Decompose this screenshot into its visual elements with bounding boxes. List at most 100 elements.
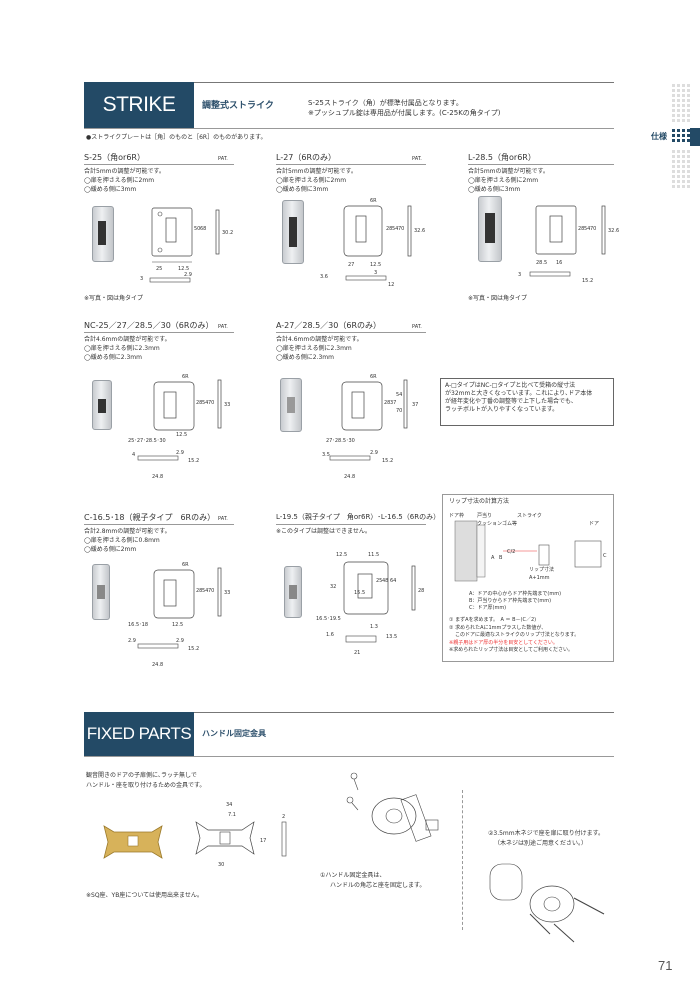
dim-label: 3 — [140, 276, 143, 282]
info-line: が32mmと大きくなっています。これにより､ドア本体 — [445, 390, 593, 397]
install-caption-1b: ハンドルの角芯と座を固定します。 — [330, 882, 426, 889]
strike-subtitle: 調整式ストライク — [202, 101, 274, 111]
item-desc-3: ◯緩める側に2.3mm — [84, 354, 142, 361]
dim-label: 25 — [376, 578, 382, 584]
dim-label: 37 — [390, 400, 396, 406]
strike-drawing-a: 6R 28 37 54 70 37 27･28.5･30 3.5 2.9 15.… — [322, 374, 418, 480]
info-line: A-□タイプはNC-□タイプと比べて受箱の縦寸法 — [445, 382, 576, 389]
info-line: が経年変化や丁番の調整等で上下した場合でも､ — [445, 398, 575, 405]
dim-label: 12.5 — [178, 266, 189, 272]
side-tab-label: 仕様 — [651, 132, 667, 141]
lip-label: クッションゴム等 — [477, 520, 517, 527]
fixed-header-rule — [84, 712, 614, 713]
item-rule — [468, 164, 614, 165]
item-rule — [84, 332, 234, 333]
dim-label: 64 — [390, 578, 396, 584]
lip-red-note: ※親子用はドア厚の半分を目安としてください。 — [449, 640, 558, 646]
dim-label: 3.6 — [320, 274, 328, 280]
item-title: C-16.5･18（親子タイプ 6Rのみ） — [84, 513, 216, 522]
dim-label: 2.9 — [370, 450, 378, 456]
dim-label: 6R — [182, 374, 189, 380]
dim-label: 3 — [518, 272, 521, 278]
install-caption-1a: ①ハンドル固定金具は、 — [320, 872, 386, 879]
strike-photo — [280, 378, 302, 432]
lip-legend: A：ドアの中心からドア枠先端まで(mm) — [469, 591, 562, 597]
dim-label: 28 — [418, 588, 424, 594]
dim-label: 11.5 — [368, 552, 379, 558]
dim-label: 33 — [224, 402, 230, 408]
page-number: 71 — [658, 958, 673, 973]
lip-calc-diagram: ドア枠 戸当り クッションゴム等 ストライク ドア A B C/2 C リップ寸… — [449, 512, 607, 582]
dim-label: 54 — [396, 392, 402, 398]
plate-note: ●ストライクプレートは［角］のものと［6R］のものがあります。 — [86, 134, 267, 141]
item-pat: PAT. — [412, 156, 422, 162]
dim-label: 28.5 — [536, 260, 547, 266]
dim-label: 21 — [354, 650, 360, 656]
dim-label: 2.9 — [176, 638, 184, 644]
dim-label: 27 — [348, 262, 354, 268]
item-desc-1: 合計2.8mmの調整が可能です。 — [84, 528, 171, 535]
dim-label: 48 — [382, 578, 388, 584]
fixed-part-photo — [103, 825, 163, 859]
strike-photo — [284, 566, 302, 618]
dim-label: 30 — [218, 862, 224, 868]
dim-label: 2.9 — [176, 450, 184, 456]
strike-banner-text: STRIKE — [102, 93, 176, 116]
dim-label: 16.5･18 — [128, 622, 148, 628]
dim-label: 7.1 — [228, 812, 236, 818]
dim-label: 2.9 — [184, 272, 192, 278]
strike-drawing-s25: 25 12.5 50 68 30.2 3 2.9 — [140, 207, 233, 283]
dim-label: 70 — [208, 588, 214, 594]
item-rule — [276, 332, 426, 333]
strike-photo — [92, 564, 110, 620]
dim-label: 25 — [156, 266, 162, 272]
fixed-note: ※SQ座、YB座については使用出来ません。 — [86, 892, 203, 899]
item-title: A-27／28.5／30（6Rのみ） — [276, 321, 382, 330]
side-tab-marker — [690, 128, 700, 146]
item-desc-2: ◯扉を押さえる側に2mm — [468, 177, 539, 184]
item-desc-3: ◯緩める側に3mm — [468, 186, 521, 193]
item-desc-3: ◯緩める側に2mm — [84, 546, 137, 553]
dim-label: 3 — [374, 270, 377, 276]
dim-label: 27･28.5･30 — [326, 438, 355, 444]
item-desc-3: ◯緩める側に2.3mm — [276, 354, 334, 361]
strike-drawing-l195: 12.5 11.5 32 15.5 25 48 64 28 16.5･19.5 … — [316, 552, 424, 656]
dim-label: 70 — [398, 226, 404, 232]
item-desc-1: 合計4.6mmの調整が可能です。 — [276, 336, 363, 343]
item-desc-2: ◯扉を押さえる側に2.3mm — [276, 345, 352, 352]
dim-label: 12 — [388, 282, 394, 288]
dim-label: 54 — [392, 226, 398, 232]
item-desc-1: 合計5mmの調整が可能です。 — [84, 168, 165, 175]
dim-label: 28 — [578, 226, 584, 232]
item-desc-1: 合計5mmの調整が可能です。 — [276, 168, 357, 175]
dim-label: 70 — [590, 226, 596, 232]
item-pat: PAT. — [218, 156, 228, 162]
lip-label: A — [491, 555, 495, 561]
strike-note-2: ※プッシュプル錠は専用品が付属します。(C-25Kの角タイプ) — [308, 109, 501, 117]
item-desc-2: ◯扉を押さえる側に0.8mm — [84, 537, 160, 544]
strike-photo-hole — [485, 213, 495, 243]
strike-photo-hole — [98, 399, 106, 413]
dim-label: 15.2 — [582, 278, 593, 284]
item-rule — [84, 164, 234, 165]
dim-label: 28 — [196, 400, 202, 406]
strike-note-1: S-25ストライク（角）が標準付属品となります。 — [308, 99, 463, 107]
item-pat: PAT. — [218, 516, 228, 522]
dim-label: 54 — [202, 400, 208, 406]
strike-photo-hole — [289, 217, 297, 247]
dim-label: 15.5 — [354, 590, 365, 596]
dot-grid-2 — [672, 104, 690, 122]
dim-label: 37 — [412, 402, 418, 408]
dim-label: 15.2 — [188, 458, 199, 464]
dim-label: 33 — [224, 590, 230, 596]
dim-label: 2.9 — [128, 638, 136, 644]
dim-label: 12.5 — [370, 262, 381, 268]
item-rule — [276, 524, 426, 525]
dim-label: 24.8 — [152, 474, 163, 480]
lip-legend: C：ドア厚(mm) — [469, 605, 507, 611]
dim-label: 50 — [194, 226, 200, 232]
dim-label: 6R — [182, 562, 189, 568]
dim-label: 13.5 — [386, 634, 397, 640]
dim-label: 1.3 — [370, 624, 378, 630]
dim-label: 16 — [556, 260, 562, 266]
